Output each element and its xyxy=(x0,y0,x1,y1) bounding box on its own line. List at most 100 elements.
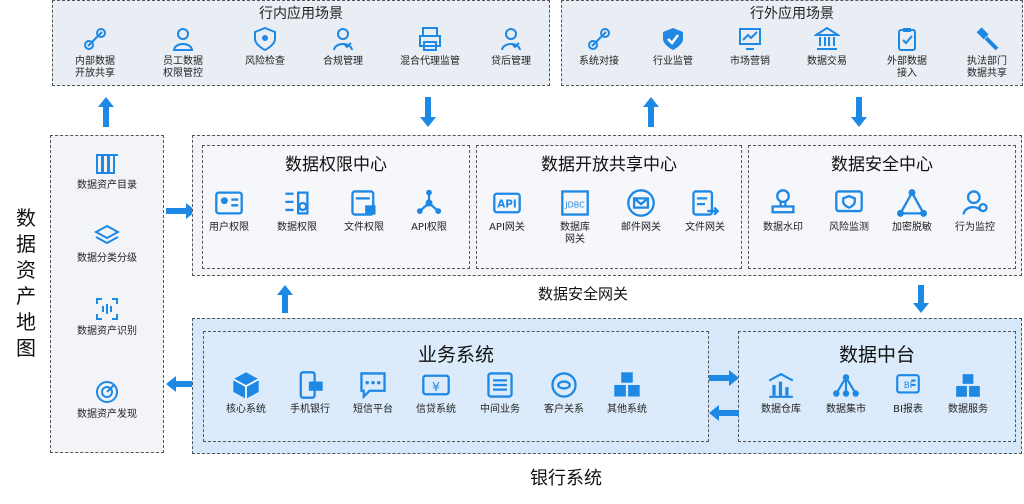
asset-map-panel: 数据资产目录数据分类分级数据资产识别数据资产发现 xyxy=(50,135,164,453)
middle-platform-title: 数据中台 xyxy=(838,344,915,366)
external-scenario-item-label: 系统对接 xyxy=(579,56,619,67)
share-center-item-label: 数据库 网关 xyxy=(560,222,590,245)
perm-center-item-label: 文件权限 xyxy=(344,222,384,233)
middle-platform-item-label: 数据服务 xyxy=(948,404,988,415)
asset-map-item: 数据资产目录 xyxy=(51,150,163,192)
clipboard-check-icon xyxy=(898,28,916,51)
triangle-nodes-icon xyxy=(897,189,927,217)
monitor-shield-icon xyxy=(835,190,863,213)
business-system-item-label: 信贷系统 xyxy=(416,404,456,415)
list-icon xyxy=(487,372,513,398)
perm-center-item-label: 用户权限 xyxy=(209,222,249,233)
arrow-down-from-external xyxy=(851,97,867,127)
middle-platform-item: 数据仓库 xyxy=(741,372,821,416)
business-system-item: 中间业务 xyxy=(460,370,540,416)
security-center-item-label: 行为监控 xyxy=(955,222,995,233)
external-scenarios-title: 行外应用场景 xyxy=(750,6,834,22)
business-system-item: 手机银行 xyxy=(270,370,350,416)
arrow-left-to-assets xyxy=(166,376,196,392)
external-scenario-item-label: 市场营销 xyxy=(730,56,770,67)
arrow-down-to-middle xyxy=(913,285,929,313)
middle-platform-panel: 数据中台 数据仓库 数据集市 BI BI报表 数据服务 xyxy=(738,331,1016,442)
perm-center-item-label: API权限 xyxy=(411,222,447,233)
user-check-icon xyxy=(501,28,521,51)
perm-center-item: 用户权限 xyxy=(189,188,269,234)
user-shield-icon xyxy=(172,28,194,51)
cube-icon xyxy=(232,372,260,399)
perm-center-item-label: 数据权限 xyxy=(277,222,317,233)
asset-map-item: 数据资产识别 xyxy=(51,296,163,338)
id-card-icon xyxy=(215,191,243,215)
middle-platform-item-label: 数据集市 xyxy=(826,404,866,415)
external-scenario-item: 系统对接 xyxy=(559,26,639,68)
arrow-right-to-perm xyxy=(166,203,196,219)
shield-pin-icon xyxy=(254,26,276,52)
middle-platform-item: BI BI报表 xyxy=(868,372,948,416)
internal-scenario-item-label: 合规管理 xyxy=(323,56,363,67)
internal-scenario-item: 员工数据 权限管控 xyxy=(143,26,223,80)
middle-platform-item-label: BI报表 xyxy=(893,404,923,415)
perm-center-title: 数据权限中心 xyxy=(285,155,387,175)
internal-scenario-item-label: 混合代理监管 xyxy=(400,56,460,67)
file-send-icon xyxy=(692,190,720,216)
share-center-item-label: 邮件网关 xyxy=(621,222,661,233)
share-center-item: 邮件网关 xyxy=(601,188,681,234)
radar-icon xyxy=(96,381,118,403)
internal-scenario-item-label: 风险检查 xyxy=(245,56,285,67)
share-center-item: 文件网关 xyxy=(665,188,745,234)
asset-map-item-label: 数据分类分级 xyxy=(77,253,137,264)
business-system-item-label: 中间业务 xyxy=(480,404,520,415)
share-center-item-label: API网关 xyxy=(489,222,525,233)
books-icon xyxy=(96,154,118,174)
arrow-right-to-middle xyxy=(709,370,739,386)
middle-platform-item: 数据服务 xyxy=(928,372,1008,416)
internal-scenario-item: 风险检查 xyxy=(225,26,305,68)
external-scenario-item: 市场营销 xyxy=(710,26,790,68)
security-center-item: 数据水印 xyxy=(743,188,823,234)
bank-system-title: 银行系统 xyxy=(530,468,602,489)
external-scenario-item-label: 行业监管 xyxy=(653,56,693,67)
internal-scenario-item: 内部数据 开放共享 xyxy=(55,26,135,80)
business-system-title: 业务系统 xyxy=(417,344,494,366)
external-scenario-item: 外部数据 接入 xyxy=(867,26,947,80)
business-system-item-label: 其他系统 xyxy=(607,404,647,415)
cubes-icon xyxy=(614,372,640,397)
business-system-item: 核心系统 xyxy=(206,370,286,416)
api-nodes-icon xyxy=(416,189,442,214)
business-system-item: 短信平台 xyxy=(333,370,413,416)
gateway-title: 数据安全网关 xyxy=(538,285,629,303)
phone-card-icon xyxy=(299,371,323,399)
face-icon xyxy=(551,372,577,398)
middle-platform-item: 数据集市 xyxy=(806,372,886,416)
internal-scenario-item-label: 贷后管理 xyxy=(491,56,531,67)
link-icon xyxy=(84,28,106,50)
data-tag-icon xyxy=(285,191,309,215)
svg-text:¥: ¥ xyxy=(432,379,440,394)
internal-scenarios-title: 行内应用场景 xyxy=(259,6,343,22)
business-system-item-label: 手机银行 xyxy=(290,404,330,415)
share-center-title: 数据开放共享中心 xyxy=(541,155,677,175)
asset-map-item-label: 数据资产识别 xyxy=(77,326,137,337)
svg-text:API: API xyxy=(497,199,517,211)
arrow-up-to-internal xyxy=(98,97,114,127)
layers-icon xyxy=(94,224,120,245)
scan-icon xyxy=(96,298,118,320)
bar-bank-icon xyxy=(768,372,794,398)
bi-icon: BI xyxy=(896,374,920,394)
internal-scenario-item: 合规管理 xyxy=(303,26,383,68)
shield-check-icon xyxy=(663,28,683,50)
security-center-item: 风险监测 xyxy=(809,188,889,234)
monitor-chart-icon xyxy=(739,28,761,50)
svg-text:BI: BI xyxy=(904,381,912,391)
asset-map-item: 数据分类分级 xyxy=(51,223,163,265)
security-center-title: 数据安全中心 xyxy=(831,155,933,175)
user-check-icon xyxy=(333,28,353,51)
middle-platform-item-label: 数据仓库 xyxy=(761,404,801,415)
security-center-item: 加密脱敏 xyxy=(872,188,952,234)
internal-scenario-item-label: 员工数据 权限管控 xyxy=(163,56,203,79)
cubes-icon xyxy=(956,374,980,397)
share-center-item-label: 文件网关 xyxy=(685,222,725,233)
business-system-item-label: 短信平台 xyxy=(353,404,393,415)
asset-map-item-label: 数据资产目录 xyxy=(77,180,137,191)
